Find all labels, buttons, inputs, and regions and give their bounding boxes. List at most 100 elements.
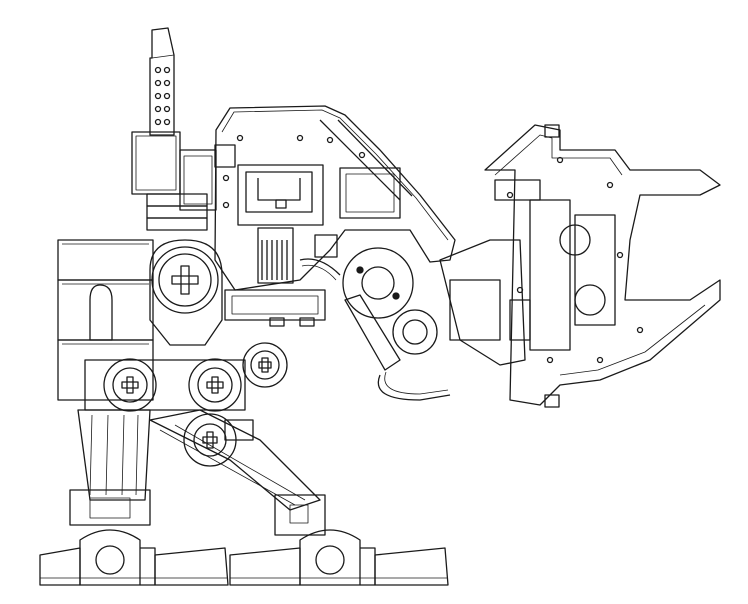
line-art-part <box>95 545 125 575</box>
line-art-part <box>197 367 233 403</box>
line-art-part <box>257 178 301 201</box>
line-art-part <box>374 547 449 586</box>
line-art-part <box>616 251 624 259</box>
line-art-part <box>237 164 324 226</box>
line-art-part <box>79 529 141 586</box>
line-art-part <box>231 295 319 315</box>
line-art-part <box>154 92 162 100</box>
line-art-part <box>494 134 623 176</box>
line-art-part <box>314 234 338 258</box>
power-claw <box>439 124 721 408</box>
line-art-part <box>222 201 230 209</box>
line-art-part <box>159 424 306 506</box>
line-art-part <box>315 545 345 575</box>
line-art-part <box>151 246 219 314</box>
line-art-part <box>544 394 560 408</box>
line-art-part <box>121 376 139 394</box>
line-art-part <box>188 358 242 412</box>
line-art-part <box>559 304 706 376</box>
line-art-part <box>574 214 616 326</box>
line-art-part <box>57 239 154 281</box>
line-art-part <box>261 240 288 280</box>
line-art-part <box>274 494 326 536</box>
line-art-part <box>529 199 571 351</box>
line-art-part <box>131 131 181 195</box>
torso-joints <box>84 289 326 467</box>
line-art-part <box>596 356 604 364</box>
line-art-part <box>484 124 721 406</box>
line-art-part <box>89 414 139 496</box>
line-art-part <box>269 317 285 327</box>
line-art-part <box>163 118 171 126</box>
left-foot <box>39 529 229 586</box>
line-art-part <box>289 504 309 524</box>
line-art-part <box>171 265 199 295</box>
line-art-part <box>222 174 230 182</box>
left-leg <box>69 409 151 526</box>
line-art-part <box>606 181 614 189</box>
line-art-part <box>345 173 395 213</box>
line-art-part <box>146 217 208 231</box>
line-art-part <box>494 179 541 201</box>
line-art-part <box>149 409 321 511</box>
arm-shoulder <box>342 247 451 401</box>
line-art-part <box>62 243 149 345</box>
line-art-part <box>339 167 401 219</box>
line-art-part <box>149 239 223 346</box>
line-art-part <box>356 266 364 274</box>
line-art-part <box>135 135 177 191</box>
line-art-part <box>57 279 154 341</box>
line-art-part <box>206 376 224 394</box>
line-art-part <box>236 134 244 142</box>
line-art-part <box>163 105 171 113</box>
line-art-part <box>77 409 151 501</box>
line-art-part <box>449 279 501 341</box>
line-art-part <box>154 79 162 87</box>
line-art-part <box>242 342 288 388</box>
line-art-part <box>402 319 428 345</box>
line-art-part <box>84 359 246 411</box>
line-art-part <box>154 105 162 113</box>
line-art-part <box>214 105 456 291</box>
line-art-part <box>257 227 294 284</box>
right-foot <box>229 529 449 586</box>
line-art-part <box>183 155 213 205</box>
line-art-part <box>544 124 560 138</box>
exhaust-stack <box>131 27 208 231</box>
line-art-part <box>146 205 208 219</box>
right-leg <box>149 409 326 536</box>
line-art-part <box>384 371 449 395</box>
line-art-part <box>221 109 449 241</box>
line-art-part <box>358 151 366 159</box>
line-art-part <box>158 253 212 307</box>
line-art-part <box>224 419 254 441</box>
line-art-part <box>574 284 606 316</box>
line-art-part <box>89 284 113 341</box>
line-art-part <box>245 171 313 213</box>
line-art-part <box>516 286 524 294</box>
line-art-part <box>258 357 272 373</box>
line-art-part <box>296 134 304 142</box>
line-art-part <box>299 529 361 586</box>
line-art-part <box>163 79 171 87</box>
line-art-part <box>151 54 175 59</box>
line-art-part <box>179 149 217 211</box>
line-art-part <box>214 144 236 168</box>
line-art-part <box>326 136 334 144</box>
line-art-part <box>154 66 162 74</box>
line-art-part <box>69 489 151 526</box>
line-art-part <box>112 367 148 403</box>
line-art-part <box>140 547 156 586</box>
line-art-part <box>250 350 280 380</box>
line-art-part <box>360 547 376 586</box>
line-art-part <box>224 289 326 321</box>
line-art-part <box>299 317 315 327</box>
line-art-part <box>361 266 395 300</box>
line-art-part <box>301 264 337 281</box>
line-art-part <box>89 497 131 519</box>
line-art-part <box>163 66 171 74</box>
line-art-part <box>275 199 287 209</box>
line-art-part <box>509 299 531 341</box>
left-shoulder-block <box>57 239 154 401</box>
line-art-part <box>342 247 414 319</box>
